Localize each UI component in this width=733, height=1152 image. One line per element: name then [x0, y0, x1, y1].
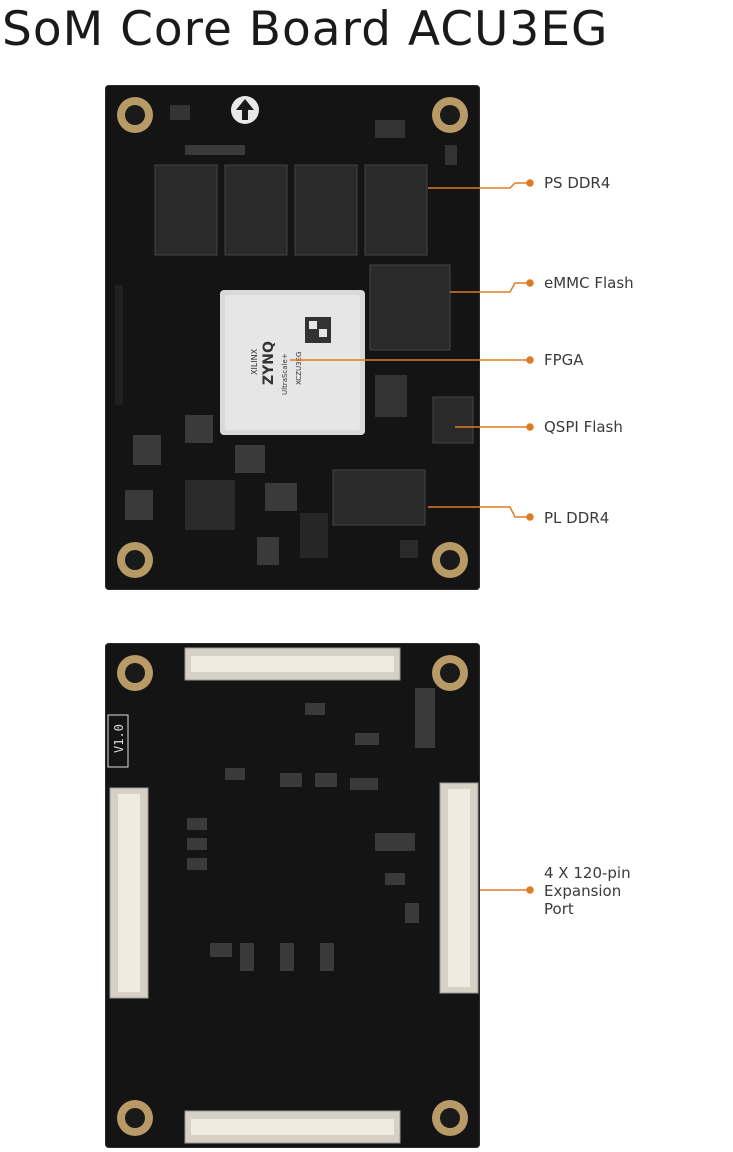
power-ic: [185, 480, 235, 530]
fpga-brand-text: XILINX: [250, 348, 259, 375]
som-board-bottom-side: V1.0: [105, 643, 480, 1148]
mounting-hole-icon: [117, 97, 468, 578]
callout-expansion-port-line: Port: [544, 900, 574, 918]
expansion-connector-icon: [109, 647, 479, 1144]
callout-expansion-port: 4 X 120-pin Expansion Port: [544, 864, 631, 918]
version-label-box: [107, 714, 129, 768]
emmc-chip: [369, 264, 451, 351]
pcb-bottom-drawing: V1.0: [107, 647, 479, 1144]
page-title: SoM Core Board ACU3EG: [2, 2, 609, 57]
pl-ddr4-chip: [332, 469, 426, 526]
callout-qspi-flash: QSPI Flash: [544, 418, 623, 436]
callout-pl-ddr4: PL DDR4: [544, 509, 610, 527]
callout-emmc-flash: eMMC Flash: [544, 274, 634, 292]
mounting-hole-icon: [117, 655, 468, 1136]
ps-ddr4-chips: [154, 164, 428, 256]
callout-expansion-port-line: 4 X 120-pin: [544, 864, 631, 882]
callout-expansion-port-line: Expansion: [544, 882, 622, 900]
fpga-series-text: UltraScale+: [281, 353, 289, 395]
fpga-part-text: XCZU3EG: [295, 352, 303, 385]
callout-fpga: FPGA: [544, 351, 584, 369]
som-board-top-side: XILINX ZYNQ UltraScale+ XCZU3EG: [105, 85, 480, 590]
pcb-top-drawing: XILINX ZYNQ UltraScale+ XCZU3EG: [115, 96, 474, 578]
callout-ps-ddr4: PS DDR4: [544, 174, 611, 192]
qspi-flash-chip: [432, 396, 474, 444]
version-label: V1.0: [112, 724, 126, 753]
fpga-family-text: ZYNQ: [261, 341, 277, 385]
